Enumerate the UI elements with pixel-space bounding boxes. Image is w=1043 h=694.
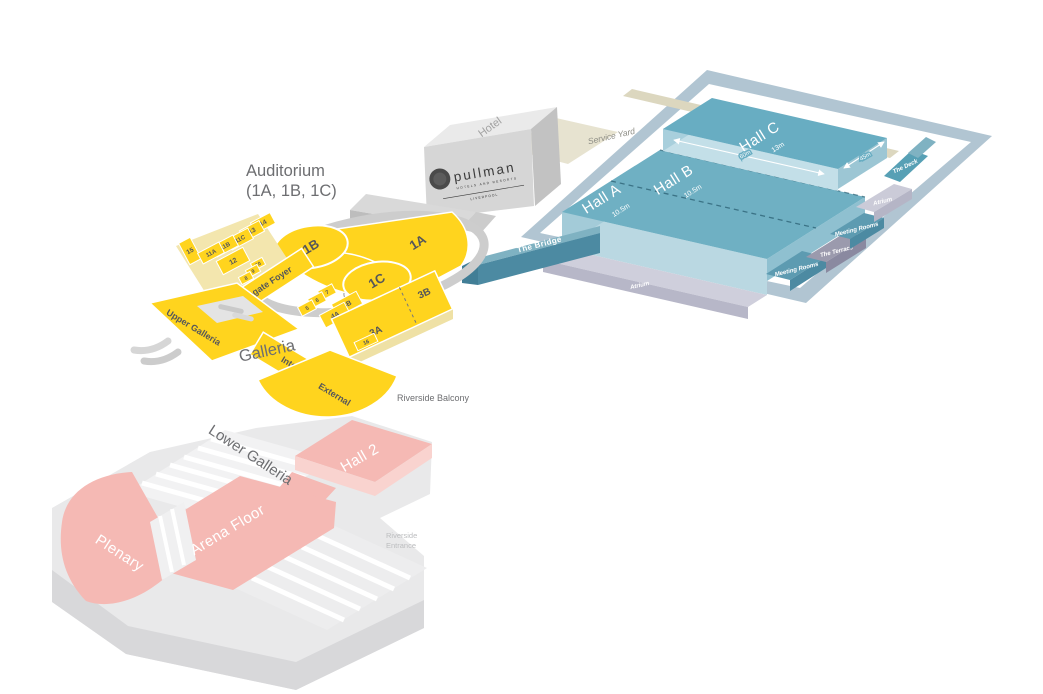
- hall-2-side-right: [375, 444, 432, 496]
- auditorium-heading-line1: Auditorium: [246, 162, 325, 180]
- escalator-hook-1: [130, 337, 172, 355]
- rooms-3ab: 3A 3B: [330, 269, 454, 359]
- meeting-rooms-front-face: [790, 257, 826, 291]
- pullman-rule: [443, 184, 525, 200]
- meeting-rooms-right-face: [850, 218, 884, 249]
- hotel-roof: [424, 107, 557, 147]
- riverside-entrance-label-2: Entrance: [386, 541, 416, 550]
- hall-2-side-left: [295, 456, 375, 496]
- room-4b-label: 4B: [342, 300, 353, 310]
- gap-aisles: [158, 508, 186, 573]
- auditorium-complex: 1A 1B 360 1C 360 15 14 13 11C 11B 11A 12…: [130, 210, 489, 418]
- room-8-label: 8: [244, 275, 249, 282]
- room-3b-label: 3B: [416, 286, 432, 301]
- room-11b-label: 11B: [219, 241, 232, 252]
- room-15: 15: [177, 236, 203, 266]
- hall-c-roof: [663, 98, 887, 169]
- atrium-front-top: [543, 248, 767, 307]
- hall-ab-roof: [562, 150, 865, 259]
- room-7-label: 7: [325, 290, 331, 297]
- room-15-label: 15: [185, 246, 195, 256]
- perimeter-bands: Atrium Meeting Rooms The Terrace Meeting…: [543, 137, 936, 319]
- hotel-front-face: [424, 129, 534, 219]
- auditorium-1b-label: 1B: [300, 236, 322, 257]
- auditorium-heading-line2: (1A, 1B, 1C): [246, 182, 337, 200]
- hotel-side-face: [531, 107, 561, 206]
- atrium-front-face: [543, 260, 748, 319]
- hall-length-arrow: [673, 138, 825, 176]
- escalator-bar-1: [218, 304, 244, 314]
- pullman-hotel: Hotel pullman HOTELS AND RESORTS LIVERPO…: [424, 107, 561, 219]
- pullman-globe-highlight: [433, 172, 447, 186]
- terrace-face: [826, 237, 866, 273]
- room-11a-label: 11A: [205, 248, 218, 259]
- room-13-label: 13: [247, 226, 257, 236]
- atrium-front-label: Atrium: [629, 281, 651, 292]
- hall-ab-divider: [610, 180, 817, 229]
- meeting-rooms-right-top: [830, 213, 884, 239]
- room-16: 16: [353, 332, 379, 352]
- room-14-label: 14: [258, 218, 268, 228]
- room-12: 12: [215, 246, 251, 276]
- room-11a: 11A: [196, 241, 226, 265]
- room-6-label: 6: [315, 298, 321, 305]
- atrium-right-top: [856, 184, 912, 212]
- the-bridge: The Bridge: [462, 226, 600, 285]
- escalator-hook-2: [140, 348, 182, 366]
- deck-upper: [908, 137, 936, 158]
- bridge-top: [478, 226, 600, 265]
- external-balcony: [256, 349, 398, 418]
- escalator-bar-2: [232, 312, 254, 322]
- room-9-label: 9: [251, 268, 256, 275]
- hall-width-arrow: [843, 141, 885, 169]
- riverside-entrance-label-1: Riverside: [386, 531, 417, 540]
- atrium-right-label: Atrium: [872, 197, 894, 208]
- room-11c-label: 11C: [234, 234, 247, 245]
- exhibition-halls: Hall A 10.5m Hall B 10.5m Hall C 13m 60m…: [562, 98, 887, 295]
- room-4a-label: 4A: [330, 311, 341, 321]
- atrium-right-face: [874, 189, 912, 222]
- arena-base-shadow: [52, 570, 424, 690]
- hall-ab-front-face: [562, 212, 767, 295]
- rooms-3ab-side: [349, 309, 453, 367]
- deck-ramp: [884, 150, 928, 182]
- room-5-label: 5: [305, 306, 311, 313]
- room-8: 8: [237, 270, 255, 286]
- seating-bank-rear: [128, 430, 332, 522]
- riverside-balcony-label: Riverside Balcony: [397, 393, 470, 403]
- room-5: 5: [296, 299, 318, 317]
- plenary-slab: [60, 472, 182, 605]
- room-10-label: 10: [255, 261, 263, 269]
- room-12-label: 12: [228, 257, 238, 267]
- arena-complex: Plenary Arena Floor Hall 2 Riverside Ent…: [52, 416, 432, 690]
- bridge-face: [478, 233, 600, 285]
- pullman-location: LIVERPOOL: [470, 193, 499, 202]
- hall-2-roof: [295, 420, 432, 482]
- apron-aisles: [250, 533, 412, 623]
- room-16-label: 16: [362, 339, 370, 347]
